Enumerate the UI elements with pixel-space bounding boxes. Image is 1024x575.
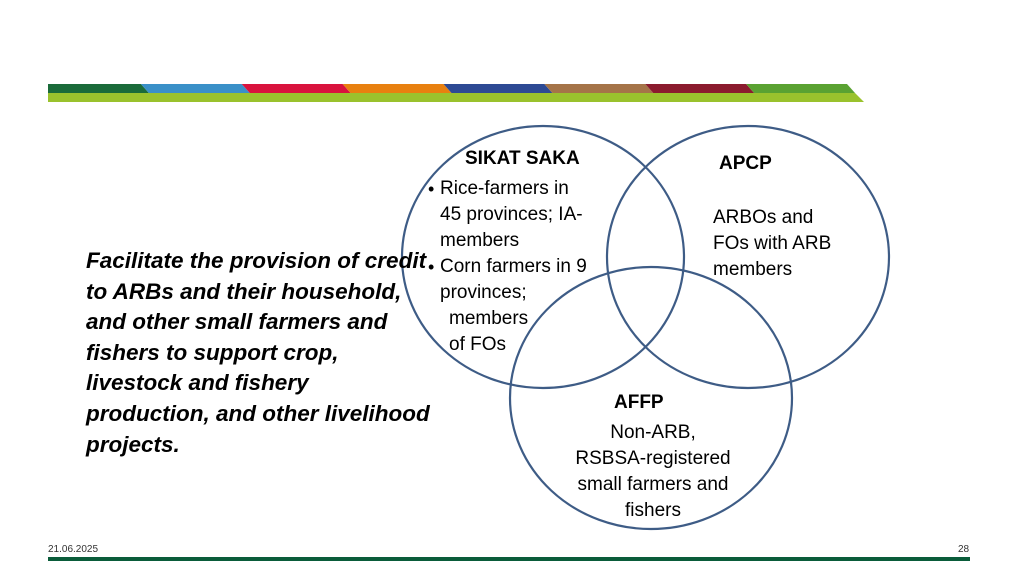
affp-body: Non-ARB, RSBSA-registered small farmers … — [553, 420, 753, 524]
stripe-segment — [140, 84, 250, 93]
stripe-segment — [241, 84, 351, 93]
header-color-stripe — [48, 84, 864, 102]
bullet-1-line-3: members — [440, 230, 520, 251]
sikat-saka-bullet-2: Corn farmers in 9 provinces; members of … — [428, 254, 587, 358]
apcp-line-2: FOs with ARB — [713, 233, 832, 254]
footer-divider — [48, 557, 970, 561]
sikat-saka-bullets: Rice-farmers in 45 provinces; IA- member… — [428, 176, 587, 358]
footer-date: 21.06.2025 — [48, 544, 99, 555]
bullet-1-line-1: Rice-farmers in — [440, 178, 569, 199]
affp-line-4: fishers — [625, 500, 681, 521]
apcp-line-1: ARBOs and — [713, 207, 814, 228]
stripe-segment — [544, 84, 654, 93]
sikat-saka-title: SIKAT SAKA — [465, 148, 580, 169]
apcp-line-3: members — [713, 259, 793, 280]
stripe-segment — [645, 84, 755, 93]
affp-line-1: Non-ARB, — [610, 422, 696, 443]
apcp-body: ARBOs and FOs with ARB members — [713, 205, 831, 283]
bullet-2-line-3: members — [449, 308, 529, 329]
sikat-saka-bullet-1: Rice-farmers in 45 provinces; IA- member… — [428, 176, 587, 254]
affp-line-2: RSBSA-registered — [575, 448, 731, 469]
circle-affp — [508, 265, 794, 531]
stripe-segment — [342, 84, 452, 93]
stripe-segment — [443, 84, 553, 93]
apcp-title: APCP — [719, 153, 772, 174]
affp-title: AFFP — [614, 392, 664, 413]
page-number: 28 — [958, 544, 970, 555]
stripe-segment — [48, 84, 149, 93]
stripe-base-band — [48, 93, 864, 102]
affp-line-3: small farmers and — [577, 474, 729, 495]
circle-apcp — [605, 124, 891, 390]
stripe-segment — [746, 84, 855, 93]
bullet-2-line-1: Corn farmers in 9 — [440, 256, 587, 277]
bullet-2-line-2: provinces; — [440, 282, 527, 303]
bullet-1-line-2: 45 provinces; IA- — [440, 204, 583, 225]
main-statement: Facilitate the provision of credit to AR… — [86, 248, 430, 457]
bullet-2-line-4: of FOs — [449, 334, 507, 355]
circle-sikat-saka — [400, 124, 686, 390]
